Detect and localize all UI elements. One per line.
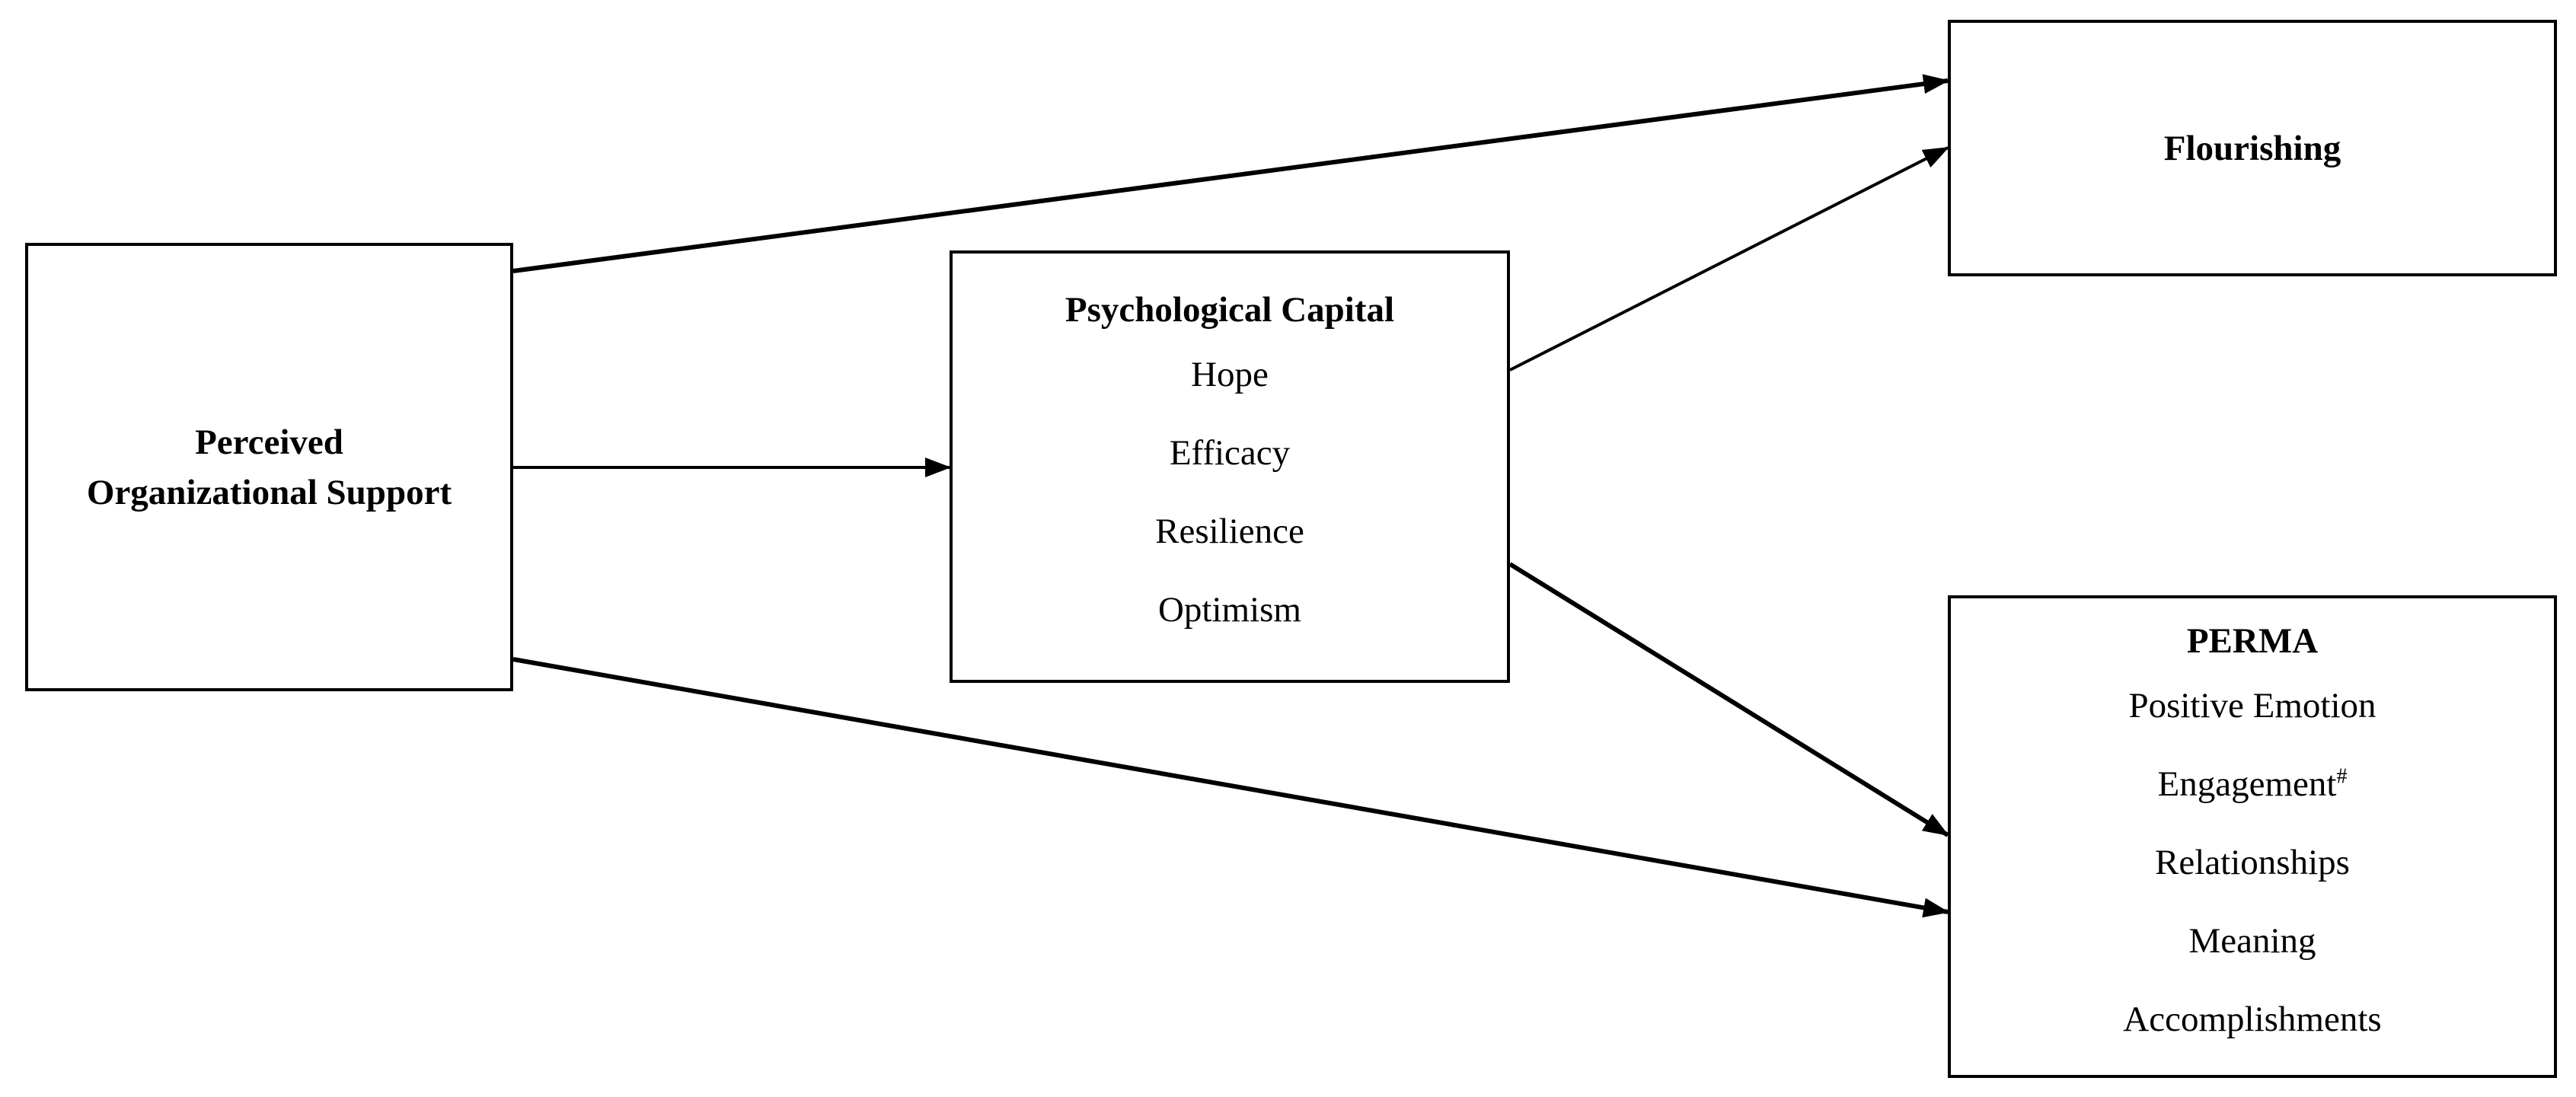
perma-engagement-label: Engagement (2157, 764, 2337, 804)
engagement-footnote-mark: # (2336, 764, 2348, 789)
perma-item-positive-emotion: Positive Emotion (2128, 686, 2376, 725)
arrow-psycap-to-perma (1508, 562, 1949, 837)
perma-item-engagement: Engagement# (2158, 745, 2348, 824)
arrow-psycap-to-flourishing (1509, 146, 1949, 372)
psycap-item-hope: Hope (1191, 355, 1269, 394)
psycap-item-optimism: Optimism (1157, 590, 1301, 630)
psycap-item-efficacy: Efficacy (1169, 433, 1291, 473)
arrow-pos-to-flourishing (512, 74, 1949, 273)
psycap-item-resilience: Resilience (1155, 512, 1304, 551)
pos-title-line2: Organizational Support (86, 472, 452, 512)
perma-item-meaning: Meaning (2188, 921, 2316, 961)
psycap-title: Psychological Capital (1065, 290, 1395, 330)
psychological-capital-box: Psychological Capital Hope Efficacy Resi… (950, 250, 1510, 683)
perceived-organizational-support-box: Perceived Organizational Support (25, 243, 513, 691)
perma-item-accomplishments: Accomplishments (2123, 1000, 2382, 1039)
perma-title: PERMA (2186, 621, 2319, 661)
pos-title-line1: Perceived (195, 422, 343, 462)
flourishing-box: Flourishing (1948, 20, 2557, 276)
arrow-pos-to-perma (512, 657, 1949, 918)
flourishing-title: Flourishing (2163, 128, 2341, 168)
perma-item-relationships: Relationships (2155, 843, 2350, 882)
perma-box: PERMA Positive Emotion Engagement# Relat… (1948, 595, 2557, 1078)
